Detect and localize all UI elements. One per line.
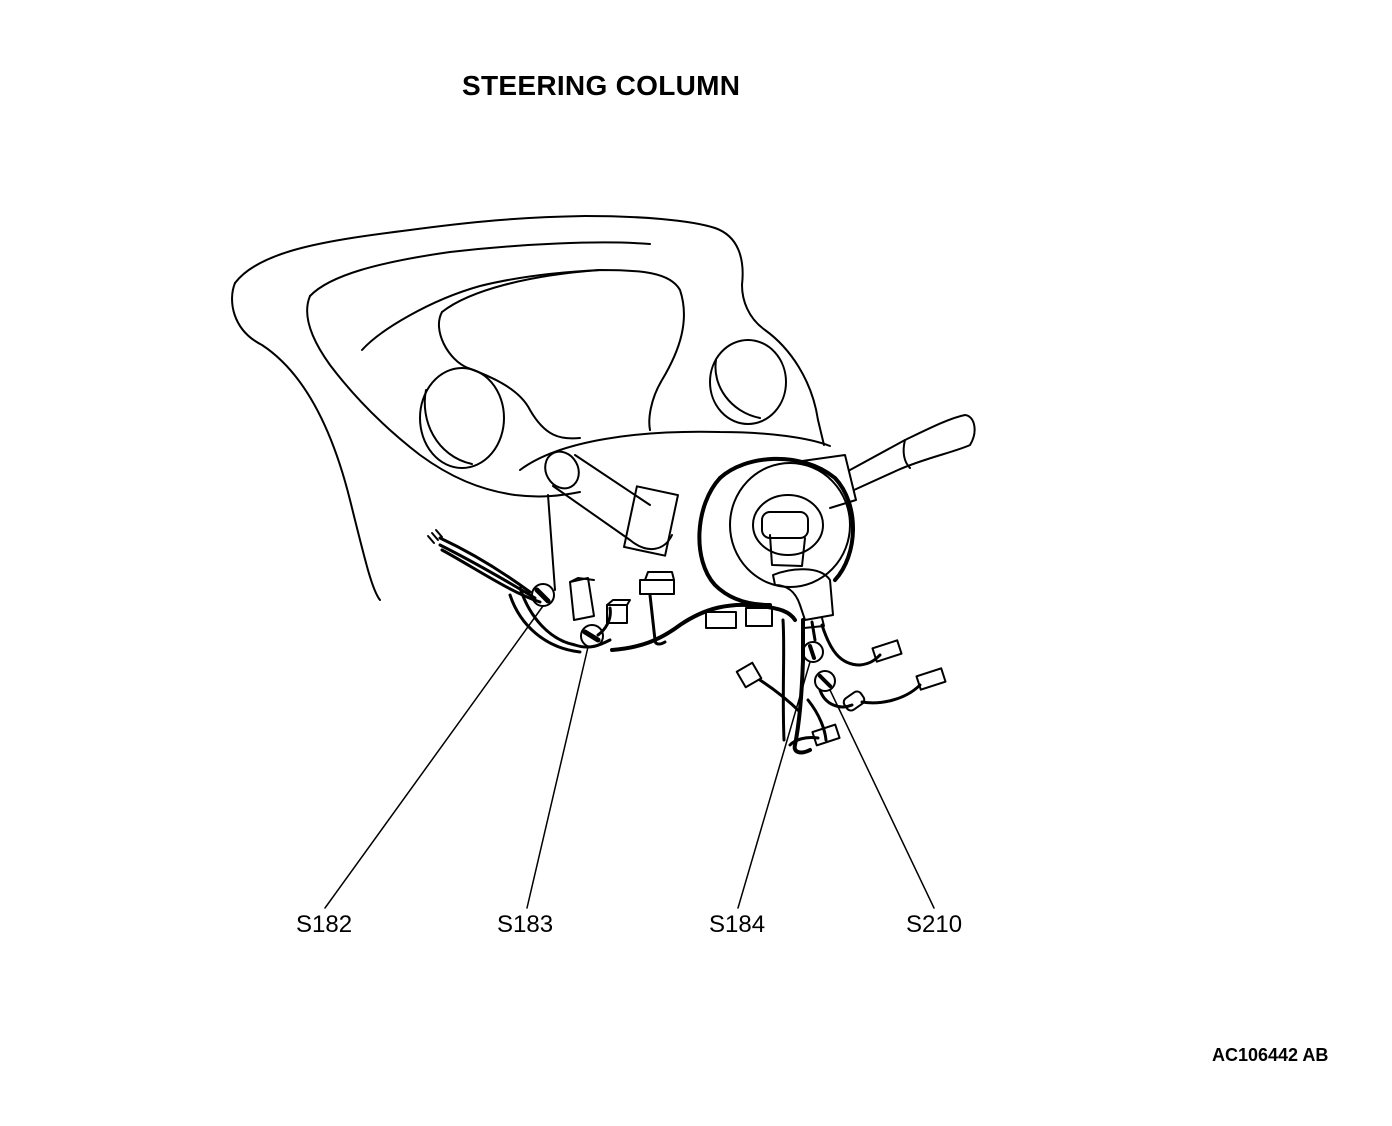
- left-wiring-harness: [427, 529, 797, 654]
- callout-label-s184: S184: [709, 911, 766, 938]
- leader-line-s183: [526, 646, 589, 909]
- splice-s210-marker: [814, 670, 836, 692]
- splice-markers: [531, 583, 836, 692]
- callout-label-s183: S183: [497, 911, 554, 938]
- leader-lines: [324, 605, 935, 909]
- instrument-panel-outline: [231, 215, 831, 601]
- left-connectors: [569, 571, 773, 629]
- leader-line-s184: [737, 661, 811, 909]
- figure-id: AC106442 AB: [1212, 1045, 1329, 1065]
- callout-label-s182: S182: [296, 911, 353, 938]
- leader-line-s210: [829, 689, 935, 909]
- clockspring-assembly: [697, 456, 855, 621]
- leader-line-s182: [324, 605, 544, 909]
- right-stalk: [794, 414, 976, 509]
- right-connectors: [735, 617, 947, 747]
- left-stalk: [544, 450, 679, 591]
- callout-label-s210: S210: [906, 911, 963, 938]
- diagram-title: STEERING COLUMN: [462, 70, 741, 101]
- splice-s183-marker: [580, 624, 604, 648]
